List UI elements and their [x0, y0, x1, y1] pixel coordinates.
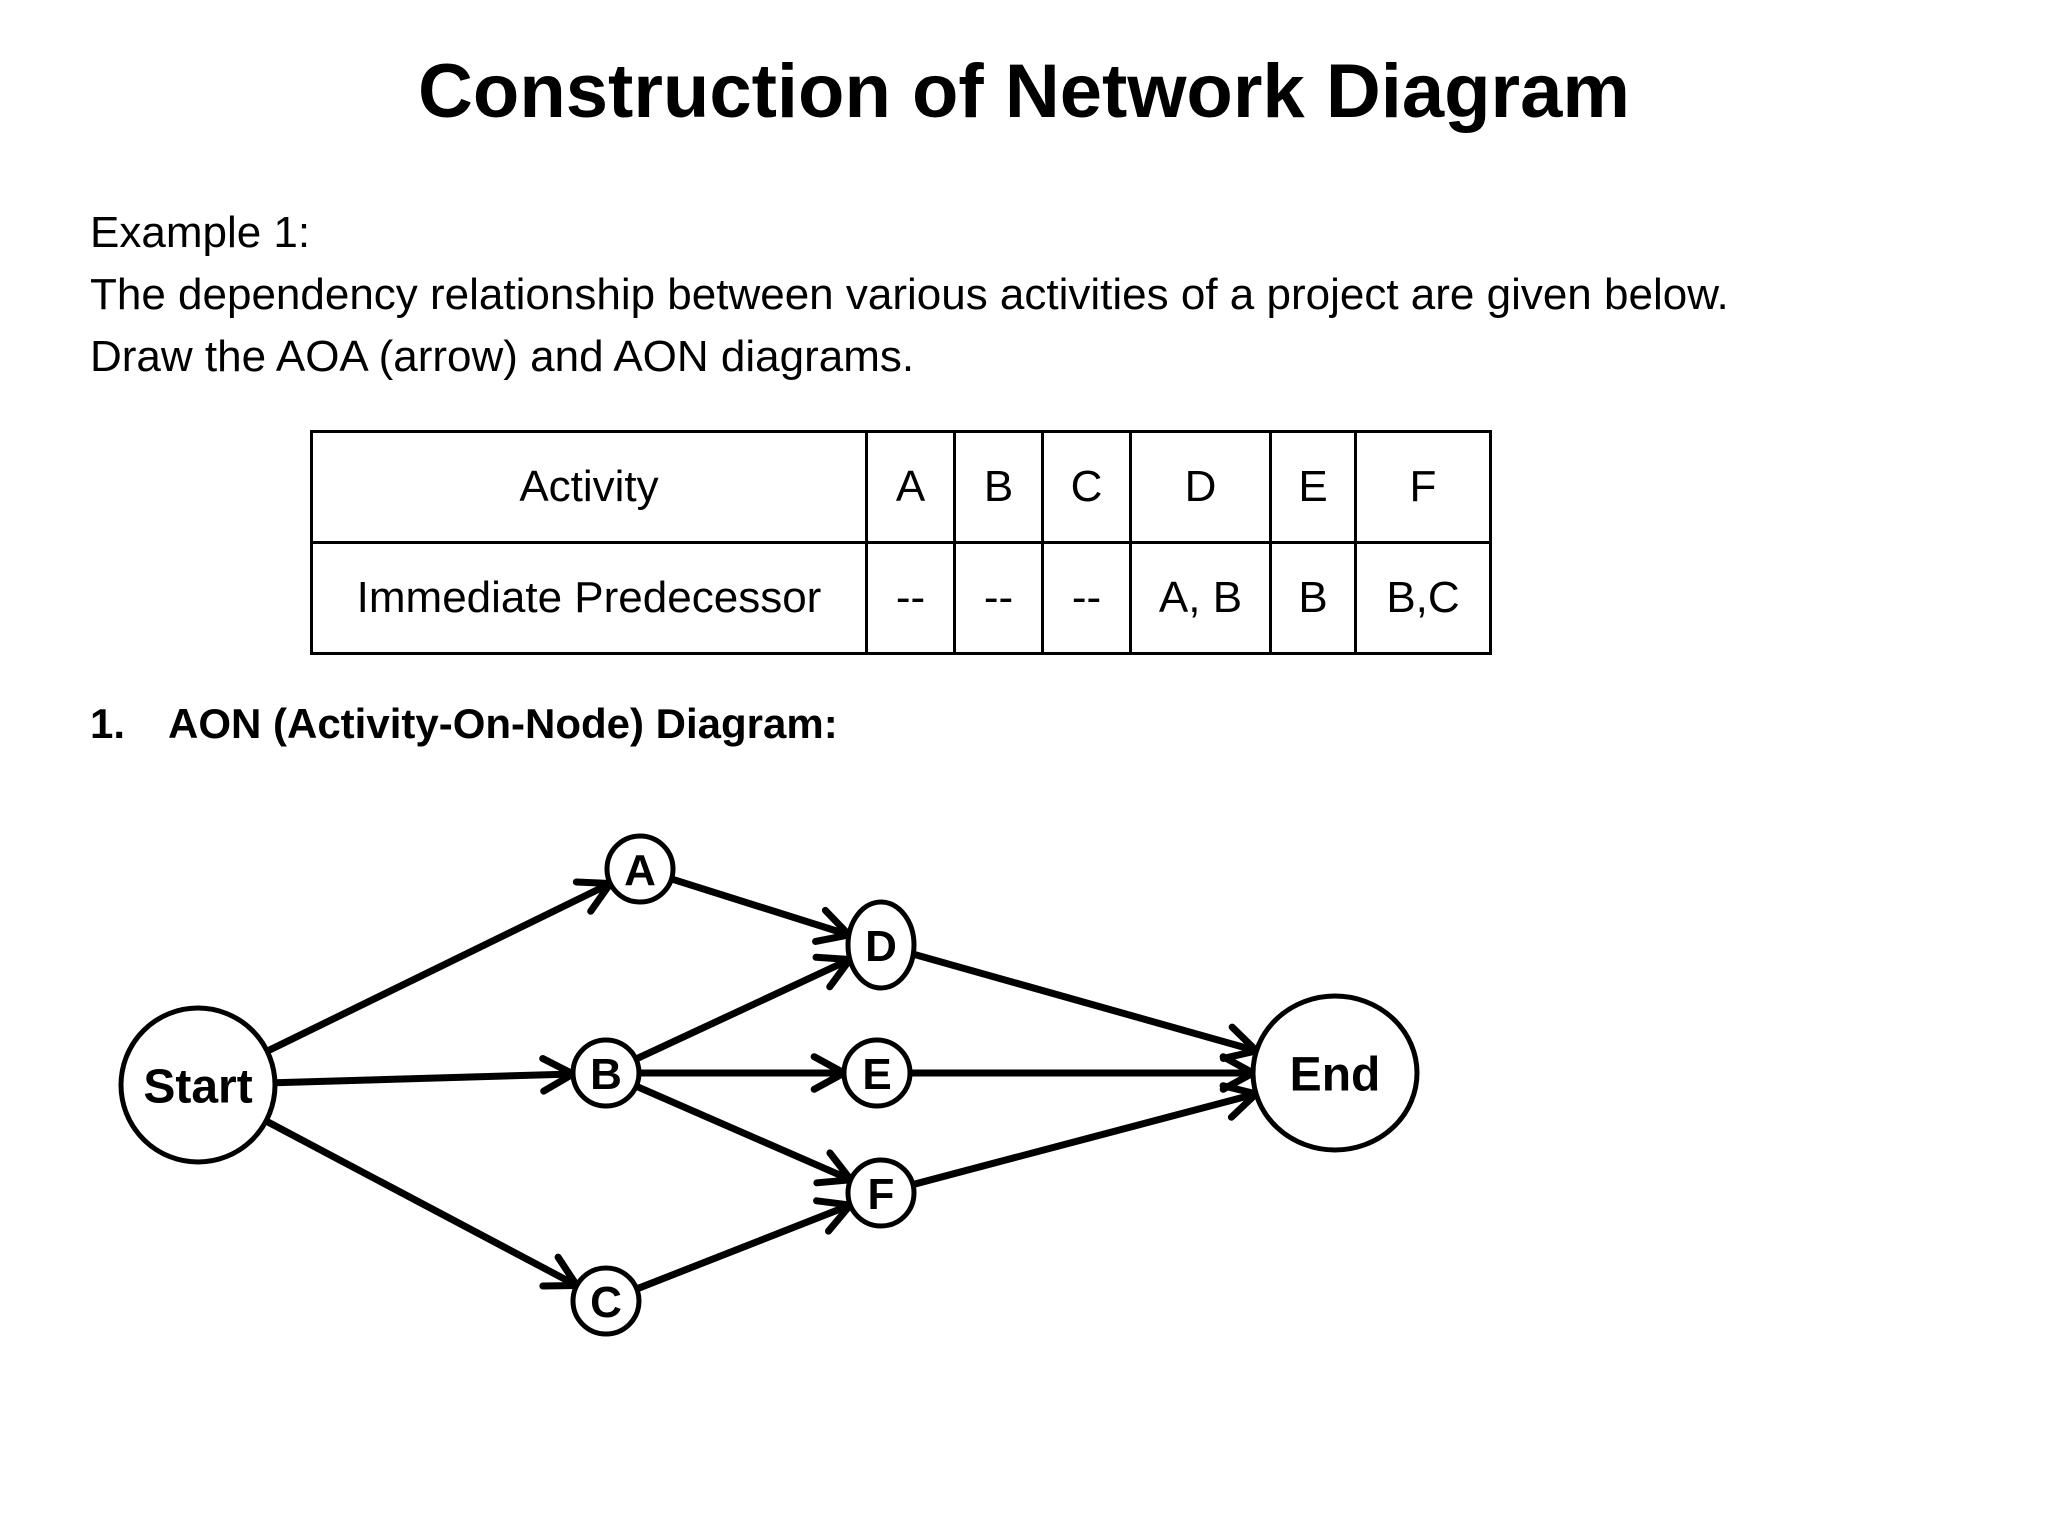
edge-start-to-C — [262, 1117, 581, 1290]
predecessor-cell: -- — [953, 541, 1044, 655]
predecessor-row: Immediate Predecessor -- -- -- A, B B B,… — [310, 541, 1492, 655]
activity-cell: D — [1129, 430, 1272, 544]
predecessor-table: Activity A B C D E F Immediate Predecess… — [310, 430, 1492, 655]
node-circle — [604, 833, 676, 905]
section-heading: 1. AON (Activity-On-Node) Diagram: — [90, 700, 838, 748]
node-label: F — [868, 1170, 895, 1219]
edge-line — [633, 1201, 854, 1293]
node-a: A — [604, 833, 676, 905]
edge-line — [632, 1082, 855, 1184]
node-label: C — [590, 1278, 622, 1327]
activity-cell: A — [865, 430, 956, 544]
node-b: B — [570, 1037, 642, 1109]
edge-B-to-E — [635, 1053, 848, 1093]
edge-B-to-D — [632, 953, 854, 1063]
node-label: A — [624, 846, 656, 895]
edge-line — [632, 955, 854, 1063]
node-circle — [570, 1037, 642, 1109]
node-label: D — [865, 922, 897, 971]
edge-line — [909, 1090, 1260, 1189]
slide-title: Construction of Network Diagram — [418, 49, 1630, 134]
predecessor-cell: -- — [1041, 541, 1132, 655]
edge-D-to-end — [909, 950, 1260, 1062]
intro-text: Example 1: The dependency relationship b… — [90, 202, 1990, 388]
activity-cell: E — [1269, 430, 1357, 544]
node-c: C — [570, 1265, 642, 1337]
activity-cell: F — [1354, 430, 1492, 544]
predecessor-header-cell: Immediate Predecessor — [310, 541, 868, 655]
edge-B-to-F — [632, 1082, 855, 1187]
node-circle — [845, 1157, 917, 1229]
activity-header-cell: Activity — [310, 430, 868, 544]
edge-line — [909, 950, 1260, 1055]
activity-row: Activity A B C D E F — [310, 430, 1492, 544]
node-start: Start — [118, 1005, 278, 1165]
edge-E-to-end — [906, 1053, 1257, 1093]
edge-line — [271, 1070, 577, 1087]
edge-start-to-B — [271, 1055, 577, 1095]
node-f: F — [845, 1157, 917, 1229]
example-label: Example 1: — [90, 208, 311, 257]
node-label: E — [862, 1050, 891, 1099]
edge-A-to-D — [667, 875, 853, 945]
node-circle — [118, 1005, 278, 1165]
section-heading-text: AON (Activity-On-Node) Diagram: — [168, 700, 838, 747]
nodes-layer: Start A B C D E F End — [118, 833, 1420, 1337]
activity-cell: B — [953, 430, 1044, 544]
section-number: 1. — [90, 700, 126, 747]
node-label: Start — [143, 1060, 252, 1113]
node-circle — [845, 899, 917, 991]
edge-line — [667, 875, 853, 939]
edge-line — [262, 1117, 581, 1290]
node-e: E — [841, 1037, 913, 1109]
predecessor-cell: B — [1269, 541, 1357, 655]
edge-line — [263, 879, 614, 1055]
predecessor-cell: -- — [865, 541, 956, 655]
node-d: D — [845, 899, 917, 991]
predecessor-cell: A, B — [1129, 541, 1272, 655]
node-end: End — [1250, 993, 1420, 1153]
edge-F-to-end — [909, 1082, 1260, 1189]
node-label: End — [1290, 1048, 1381, 1101]
intro-line-2: Draw the AOA (arrow) and AON diagrams. — [90, 332, 915, 381]
node-circle — [1250, 993, 1420, 1153]
edges-layer — [262, 875, 1260, 1293]
node-circle — [841, 1037, 913, 1109]
predecessor-cell: B,C — [1354, 541, 1492, 655]
node-label: B — [590, 1050, 622, 1099]
edge-C-to-F — [633, 1197, 854, 1293]
node-circle — [570, 1265, 642, 1337]
edge-start-to-A — [263, 878, 614, 1055]
intro-line-1: The dependency relationship between vari… — [90, 270, 1729, 319]
activity-cell: C — [1041, 430, 1132, 544]
